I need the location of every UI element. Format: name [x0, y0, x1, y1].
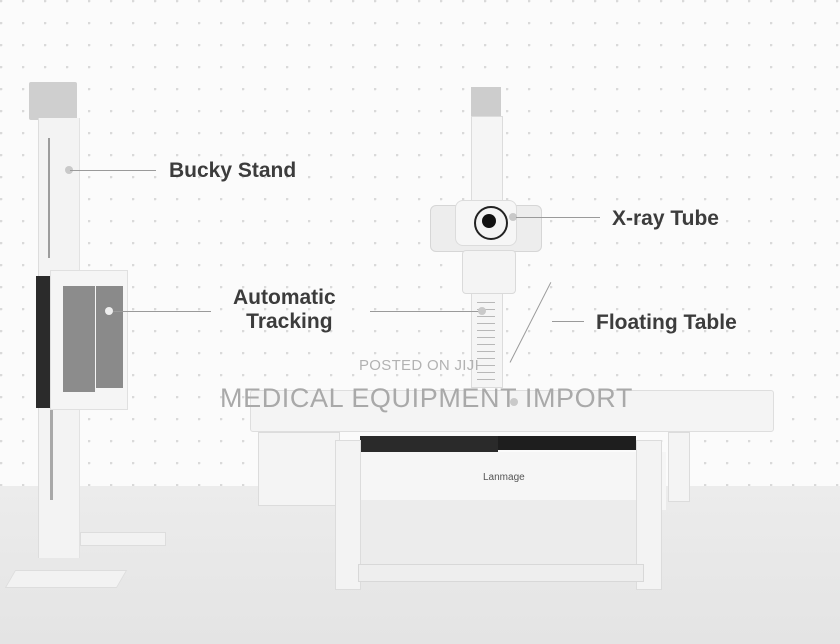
bucky-stand-leader: [70, 170, 156, 171]
automatic-tracking-leader-right: [370, 311, 480, 312]
xray-tube-marker: [509, 213, 517, 221]
automatic-tracking-marker: [105, 307, 113, 315]
automatic-tracking-label: Automatic Tracking: [233, 286, 336, 334]
floating-table-leader-h: [552, 321, 584, 322]
floating-table-leader-diag: [509, 282, 552, 363]
bucky-stand-marker: [65, 166, 73, 174]
bucky-stand-label: Bucky Stand: [169, 159, 297, 182]
automatic-tracking-line1: Automatic: [233, 286, 336, 309]
automatic-tracking-leader-left: [113, 311, 211, 312]
xray-tube-leader: [516, 217, 600, 218]
automatic-tracking-marker-right: [478, 307, 486, 315]
watermark-seller: MEDICAL EQUIPMENT IMPORT: [220, 383, 633, 413]
floating-table-marker: [510, 398, 518, 406]
xray-tube-label: X-ray Tube: [612, 207, 719, 230]
brand-label: Lanmage: [483, 472, 525, 483]
floating-table-label: Floating Table: [596, 311, 737, 334]
watermark-posted-on: POSTED ON JIJI: [359, 357, 480, 374]
automatic-tracking-line2: Tracking: [246, 310, 333, 333]
